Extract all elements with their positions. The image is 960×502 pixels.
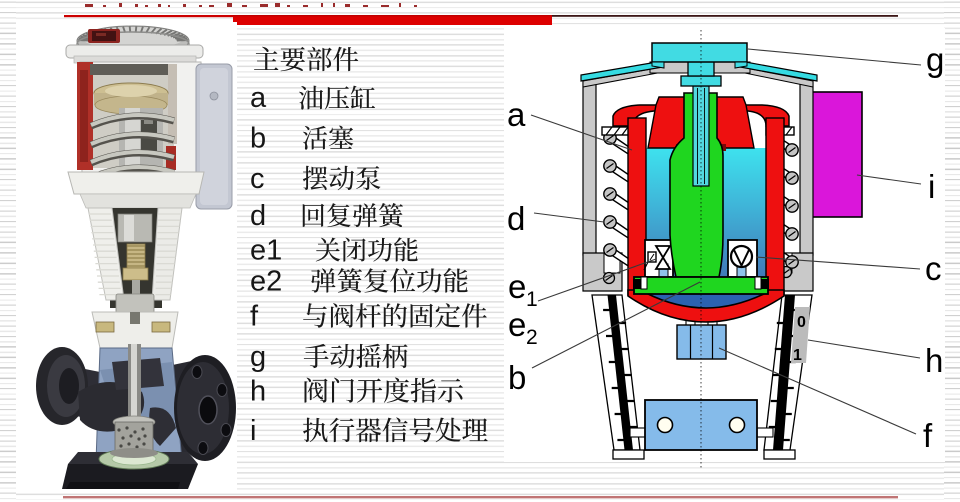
svg-text:f: f — [250, 301, 259, 333]
svg-text:i: i — [928, 168, 935, 205]
svg-text:c: c — [250, 163, 265, 195]
svg-text:e: e — [508, 268, 526, 305]
svg-text:b: b — [250, 123, 266, 155]
svg-text:i: i — [250, 415, 256, 447]
svg-text:a: a — [507, 96, 526, 133]
svg-text:d: d — [250, 200, 266, 232]
svg-text:2: 2 — [526, 326, 538, 349]
svg-text:h: h — [250, 376, 266, 408]
svg-text:g: g — [250, 341, 266, 373]
svg-text:b: b — [508, 359, 526, 396]
svg-text:0: 0 — [797, 314, 806, 331]
svg-text:a: a — [250, 82, 267, 114]
svg-text:e: e — [508, 306, 526, 343]
svg-text:e1: e1 — [250, 235, 282, 267]
svg-text:h: h — [925, 342, 943, 379]
svg-text:e2: e2 — [250, 266, 282, 298]
svg-text:1: 1 — [793, 347, 802, 364]
svg-text:1: 1 — [526, 288, 538, 311]
svg-text:c: c — [925, 250, 942, 287]
svg-text:f: f — [923, 417, 933, 454]
svg-text:g: g — [926, 41, 944, 78]
svg-text:d: d — [507, 200, 525, 237]
